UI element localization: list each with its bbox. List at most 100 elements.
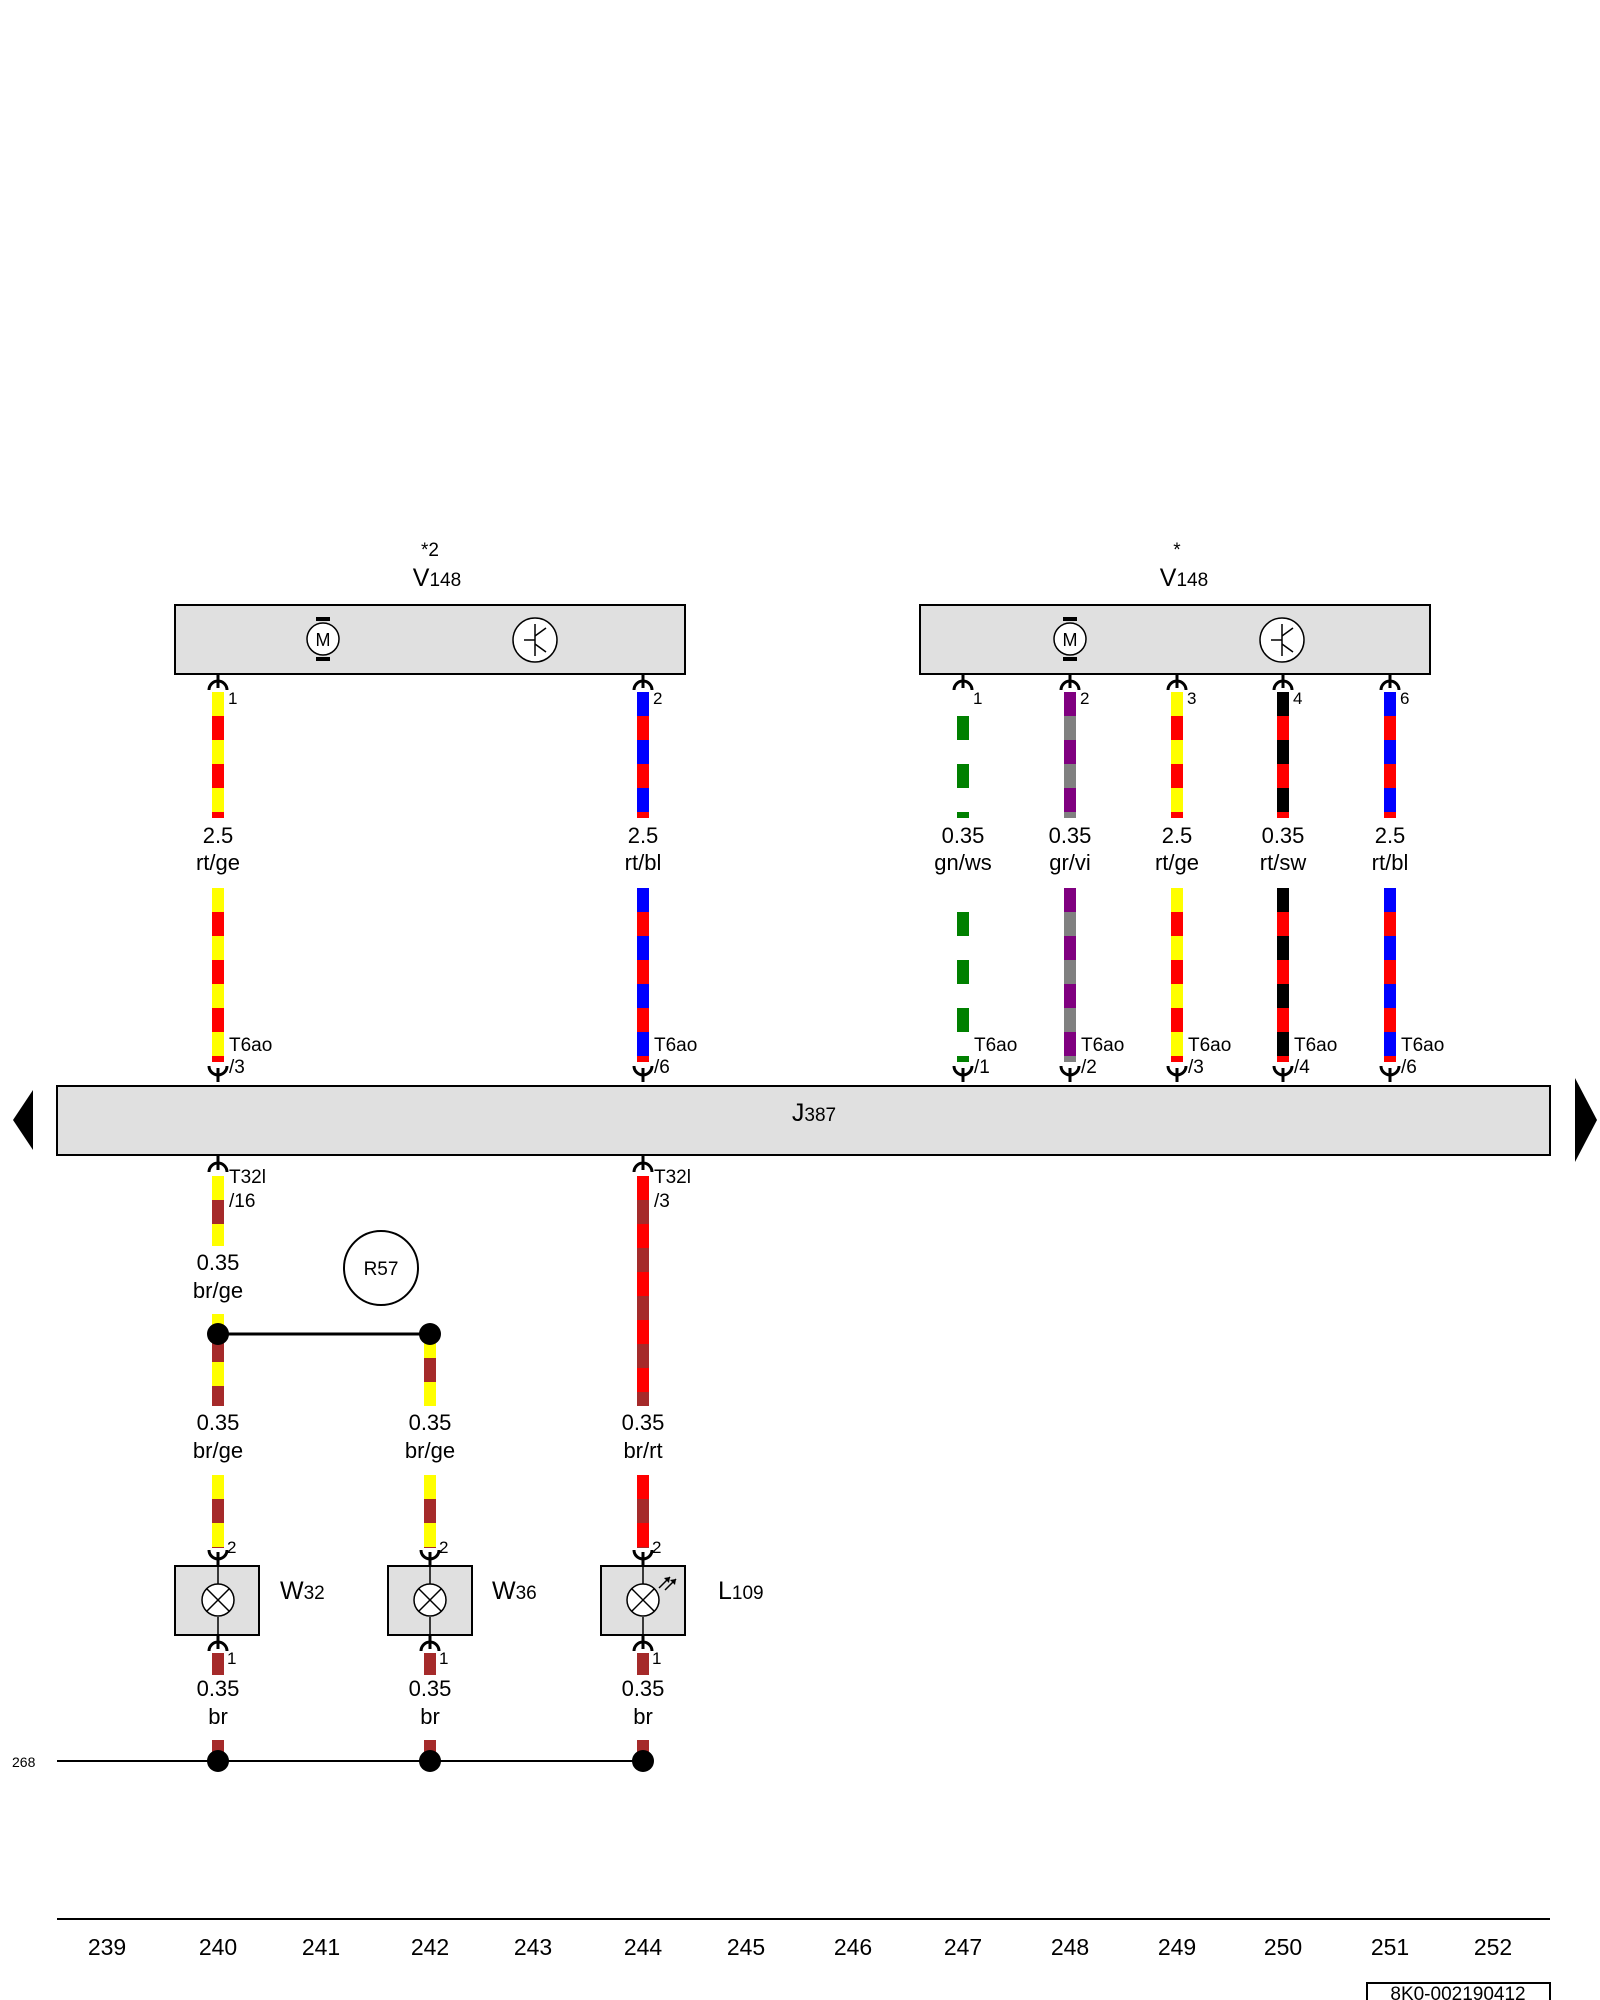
column-number: 246	[834, 1934, 872, 1960]
wire-segment	[1064, 936, 1076, 960]
j387-label: J387	[792, 1099, 836, 1127]
wire-segment	[637, 1272, 649, 1296]
wire-segment	[1064, 692, 1076, 716]
wire-gauge: 0.35	[622, 1676, 665, 1701]
wire-gauge: 2.5	[1162, 823, 1193, 848]
wire-segment	[1064, 740, 1076, 764]
pin-number: 3	[1187, 689, 1196, 708]
connector-pin: /6	[1401, 1057, 1417, 1078]
wire-segment	[212, 1475, 224, 1499]
wire-segment	[1277, 764, 1289, 788]
svg-text:M: M	[316, 630, 331, 650]
v148-right-note: *	[1173, 540, 1181, 561]
connector-pin: /16	[229, 1191, 255, 1212]
wire-segment	[1277, 1032, 1289, 1056]
wire-segment	[212, 912, 224, 936]
pin-number: 1	[439, 1649, 448, 1668]
pin-number: 2	[652, 1538, 661, 1557]
r57-circle	[343, 1230, 419, 1306]
pin-number: 2	[439, 1538, 448, 1557]
wire-segment	[1277, 888, 1289, 912]
column-number: 247	[944, 1934, 982, 1960]
wire-segment	[1171, 788, 1183, 812]
wire-segment	[637, 764, 649, 788]
wire-segment	[957, 984, 969, 1008]
wire-segment	[1277, 740, 1289, 764]
lamp-cross	[418, 1588, 442, 1612]
wire-segment	[957, 1056, 969, 1062]
wire-gauge: 2.5	[628, 823, 659, 848]
wire-gauge: 0.35	[409, 1410, 452, 1435]
wire-segment	[637, 984, 649, 1008]
wire-gauge: 0.35	[197, 1250, 240, 1275]
wire-color-code: br/ge	[405, 1438, 455, 1463]
wire-segment	[212, 1032, 224, 1056]
wire-segment	[637, 960, 649, 984]
wire-segment	[1171, 812, 1183, 818]
v148-left-note: *2	[421, 540, 439, 561]
wire-segment	[212, 1523, 224, 1547]
wire-segment	[637, 1344, 649, 1368]
wire-segment	[212, 1547, 224, 1548]
wire-segment	[1277, 960, 1289, 984]
column-number: 245	[727, 1934, 765, 1960]
column-number: 248	[1051, 1934, 1089, 1960]
doc-number-box: 8K0-002190412	[1366, 1982, 1551, 2000]
pin-number: 2	[227, 1538, 236, 1557]
wire-segment	[637, 1056, 649, 1062]
pin-number: 1	[228, 689, 237, 708]
wire-segment	[212, 936, 224, 960]
wire-segment	[1064, 960, 1076, 984]
wire-segment	[957, 812, 969, 818]
connector-label: T6ao	[654, 1035, 697, 1056]
lamp-icon	[413, 1566, 447, 1635]
pin-number: 1	[652, 1649, 661, 1668]
wire-segment	[424, 1382, 436, 1406]
wire-segment	[1384, 912, 1396, 936]
wire-segment	[1171, 984, 1183, 1008]
w36-label: W36	[492, 1577, 537, 1605]
wire-segment	[637, 1224, 649, 1248]
pin-number: 4	[1293, 689, 1302, 708]
wire-segment	[212, 1653, 224, 1675]
wire-segment	[957, 960, 969, 984]
wire-gauge: 2.5	[203, 823, 234, 848]
wire-segment	[212, 1200, 224, 1224]
wire-segment	[637, 788, 649, 812]
wire-color-code: rt/sw	[1260, 850, 1307, 875]
ground-ref: 268	[12, 1754, 36, 1770]
connector-label: T32l	[654, 1167, 691, 1188]
wire-gauge: 0.35	[1049, 823, 1092, 848]
wire-segment	[212, 1224, 224, 1246]
wire-segment	[1171, 1008, 1183, 1032]
wire-segment	[637, 888, 649, 912]
wire-segment	[637, 1176, 649, 1200]
column-number: 244	[624, 1934, 663, 1960]
wire-segment	[1171, 912, 1183, 936]
wire-gauge: 0.35	[942, 823, 985, 848]
wire-segment	[637, 716, 649, 740]
wire-segment	[212, 960, 224, 984]
wire-segment	[637, 912, 649, 936]
wire-segment	[212, 692, 224, 716]
connector-pin: /1	[974, 1057, 990, 1078]
wire-segment	[1277, 812, 1289, 818]
wire-segment	[637, 1008, 649, 1032]
wire-color-code: gn/ws	[934, 850, 991, 875]
continue-right-arrow[interactable]	[1575, 1078, 1597, 1162]
continue-left-arrow[interactable]	[13, 1090, 33, 1150]
wire-segment	[637, 1368, 649, 1392]
wire-segment	[957, 1008, 969, 1032]
wire-segment	[957, 912, 969, 936]
wire-segment	[637, 1320, 649, 1344]
connector-pin: /4	[1294, 1057, 1310, 1078]
wire-gauge: 0.35	[1262, 823, 1305, 848]
wire-segment	[637, 1475, 649, 1499]
wire-segment	[637, 1248, 649, 1272]
column-number: 240	[199, 1934, 237, 1960]
wire-segment	[1384, 888, 1396, 912]
wire-segment	[212, 1008, 224, 1032]
wire-segment	[1384, 1008, 1396, 1032]
wire-segment	[637, 692, 649, 716]
wire-color-code: gr/vi	[1049, 850, 1091, 875]
